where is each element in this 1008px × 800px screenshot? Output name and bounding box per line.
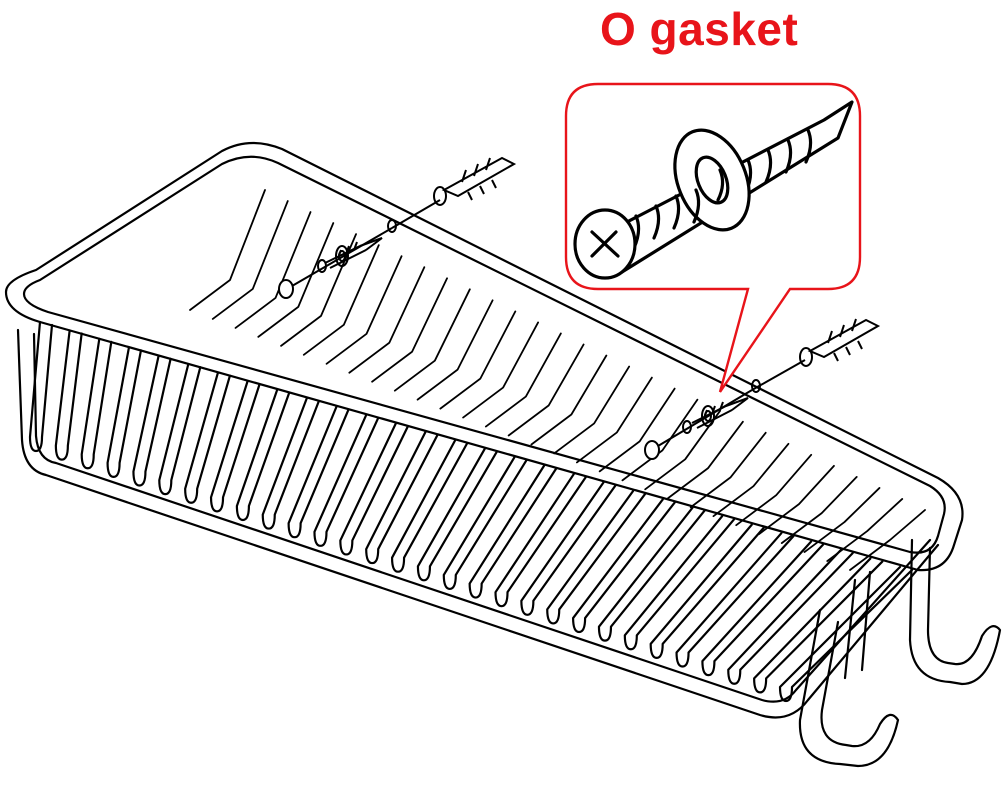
inner-wire (371, 277, 448, 383)
inner-wire (849, 509, 926, 571)
inner-wire (348, 266, 426, 374)
front-wire (623, 515, 736, 651)
screw-right (691, 397, 749, 429)
front-wire (28, 320, 54, 453)
hole-right (751, 379, 761, 393)
front-wire (494, 472, 587, 608)
front-wire (132, 354, 172, 487)
front-wire (390, 439, 469, 573)
front-wires (28, 320, 914, 703)
wall-anchor-left (441, 156, 517, 201)
front-wire (572, 498, 676, 634)
front-wire (727, 549, 854, 685)
front-wire (339, 422, 409, 556)
screw-left (324, 237, 383, 269)
inner-wire (439, 310, 517, 410)
front-wire (184, 371, 232, 504)
front-wire (520, 481, 617, 616)
front-wire (313, 413, 380, 547)
wall-anchor-right (807, 318, 881, 362)
hook-lower (798, 608, 900, 768)
inner-wire (667, 420, 744, 500)
inner-wire (712, 442, 790, 518)
front-wire (753, 557, 884, 694)
front-wire (158, 363, 202, 496)
inner-wire (462, 321, 540, 419)
inner-wire (302, 244, 380, 356)
inner-wire (257, 222, 335, 338)
inner-wire (826, 498, 904, 562)
inner-wire (189, 189, 266, 311)
inner-wire (598, 387, 676, 473)
inner-wire (211, 200, 289, 320)
front-wire (235, 388, 291, 522)
inner-wires (189, 189, 926, 571)
inner-wire (575, 376, 653, 464)
inner-wire (507, 343, 585, 437)
front-wire (675, 532, 795, 668)
rivet-right (644, 440, 660, 460)
washer-right-small (682, 420, 692, 434)
front-wire (468, 464, 558, 599)
inner-wire (416, 299, 494, 401)
basket-base-rim (16, 328, 940, 719)
zoom-callout (564, 82, 862, 393)
front-wire (597, 506, 706, 642)
front-wire (54, 329, 83, 461)
inner-wire (689, 431, 767, 509)
zoom-o-gasket (673, 128, 751, 232)
front-wire (546, 489, 647, 625)
inner-wire (393, 288, 471, 392)
front-wire (209, 380, 261, 513)
inner-wire (735, 453, 813, 527)
front-wire (701, 540, 825, 677)
inner-wire (530, 354, 608, 446)
front-wire (261, 396, 320, 530)
inner-wire (803, 487, 881, 553)
front-wire (778, 565, 914, 703)
hook-upper (908, 538, 1002, 686)
basket-rim-outer (4, 141, 964, 572)
wire-basket (4, 141, 1002, 768)
inner-wire (553, 365, 631, 455)
front-wire (649, 523, 765, 659)
callout-frame (564, 82, 862, 393)
anchor-cap-left (433, 186, 447, 206)
callout-label: O gasket (600, 3, 799, 55)
mounting-hardware-right (644, 318, 881, 460)
inner-wire (325, 255, 403, 365)
front-wire (365, 430, 439, 565)
front-wire (80, 337, 113, 470)
inner-wire (758, 464, 835, 536)
mounting-hardware-left (278, 156, 517, 299)
washer-left-small (317, 259, 327, 273)
washer-right (701, 405, 715, 427)
front-wire (106, 346, 143, 478)
washer-left (335, 245, 349, 267)
front-wire (416, 447, 498, 582)
hole-left (387, 219, 397, 233)
front-wire (287, 405, 350, 539)
inner-wire (234, 211, 312, 329)
front-wire (442, 456, 528, 591)
anchor-cap-right (799, 347, 813, 367)
inner-wire (484, 332, 562, 428)
inner-wire (621, 398, 699, 482)
rivet-left (278, 279, 294, 299)
basket-rim-inner (22, 155, 946, 554)
inner-wire (780, 475, 858, 545)
